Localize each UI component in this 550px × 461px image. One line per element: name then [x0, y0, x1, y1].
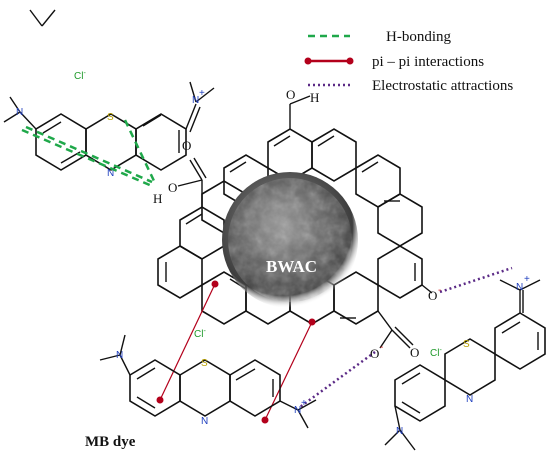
phenoxide-minus: -: [438, 285, 441, 296]
oh-top-h: H: [310, 90, 319, 105]
pi-pi-lines: [156, 280, 316, 424]
cooh-top-o-single: O: [168, 180, 177, 195]
oh-top-o: O: [286, 87, 295, 102]
mb-top-nitrogen: N: [107, 168, 114, 179]
mb-bottom-n-plus: N: [294, 405, 301, 416]
mb-molecule-top: S N N + N Cl-: [3, 9, 215, 179]
mb-molecule-bottom: S N N N + Cl-: [99, 328, 317, 429]
legend-h-bonding-label: H-bonding: [386, 29, 451, 45]
mb-right-chloride: Cl-: [430, 347, 442, 359]
mb-bottom-plus-sign: +: [301, 398, 307, 409]
legend-pi-pi-dot-right: [346, 57, 354, 65]
bwac-particle: BWAC: [222, 172, 358, 308]
mb-top-chloride: Cl-: [74, 70, 86, 82]
h-bond-lines: [21, 119, 157, 188]
mb-top-left-nitrogen: N: [16, 107, 23, 118]
mb-top-sulfur: S: [107, 112, 114, 123]
cooh-top-o-double: O: [182, 138, 191, 153]
mb-molecule-right: S N N + N Cl-: [384, 274, 546, 451]
mb-top-n-plus: N: [192, 95, 199, 106]
legend-pi-pi-label: pi – pi interactions: [372, 54, 484, 70]
bwac-label: BWAC: [266, 257, 317, 276]
carboxylate-o-double: O: [410, 345, 419, 360]
electrostatic-lines: [299, 266, 513, 409]
mb-right-plus-sign: +: [524, 274, 530, 285]
mb-bottom-chloride: Cl-: [194, 328, 206, 340]
mb-right-sulfur: S: [463, 339, 470, 350]
mb-bottom-left-nitrogen: N: [116, 350, 123, 361]
mb-right-n-plus: N: [516, 282, 523, 293]
carboxylate-minus: -: [380, 342, 383, 353]
mb-top-plus-sign: +: [199, 88, 205, 99]
mb-right-nitrogen: N: [466, 394, 473, 405]
mb-right-bottom-nitrogen: N: [396, 426, 403, 437]
legend-electrostatic-label: Electrostatic attractions: [372, 78, 513, 94]
mb-bottom-nitrogen: N: [201, 416, 208, 427]
mb-bottom-sulfur: S: [201, 358, 208, 369]
legend: H-bonding pi – pi interactions Electrost…: [304, 29, 513, 94]
phenoxide-o: O: [428, 288, 437, 303]
legend-pi-pi-dot-left: [304, 57, 312, 65]
cooh-top-h: H: [153, 191, 162, 206]
mb-dye-caption: MB dye: [85, 434, 136, 450]
